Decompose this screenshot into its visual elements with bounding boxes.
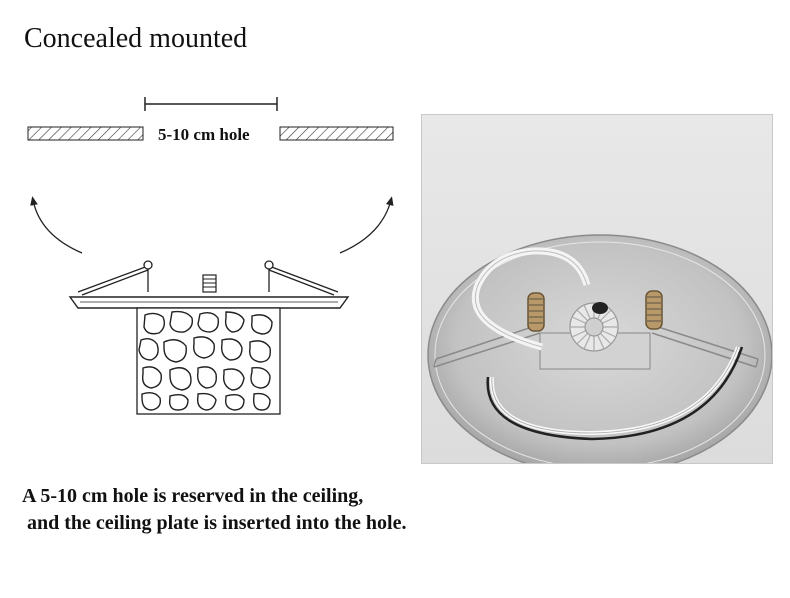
left-curved-arrow <box>30 196 83 254</box>
caption-line-1: A 5-10 cm hole is reserved in the ceilin… <box>22 485 364 507</box>
installation-diagram <box>27 97 394 415</box>
caption-line-2: and the ceiling plate is inserted into t… <box>22 512 407 534</box>
ceiling-left-section <box>27 126 144 141</box>
right-curved-arrow <box>339 196 394 254</box>
spring-clips <box>433 290 759 368</box>
installation-caption: A 5-10 cm hole is reserved in the ceilin… <box>22 483 406 537</box>
product-photo <box>421 114 773 464</box>
black-wire <box>486 346 744 441</box>
heatsink <box>569 302 619 352</box>
light-fixture <box>68 260 350 415</box>
hole-size-label: 5-10 cm hole <box>158 125 250 144</box>
ceiling-right-section <box>279 126 394 141</box>
page-title: Concealed mounted <box>24 23 248 54</box>
hole-dimension-line <box>144 97 278 111</box>
